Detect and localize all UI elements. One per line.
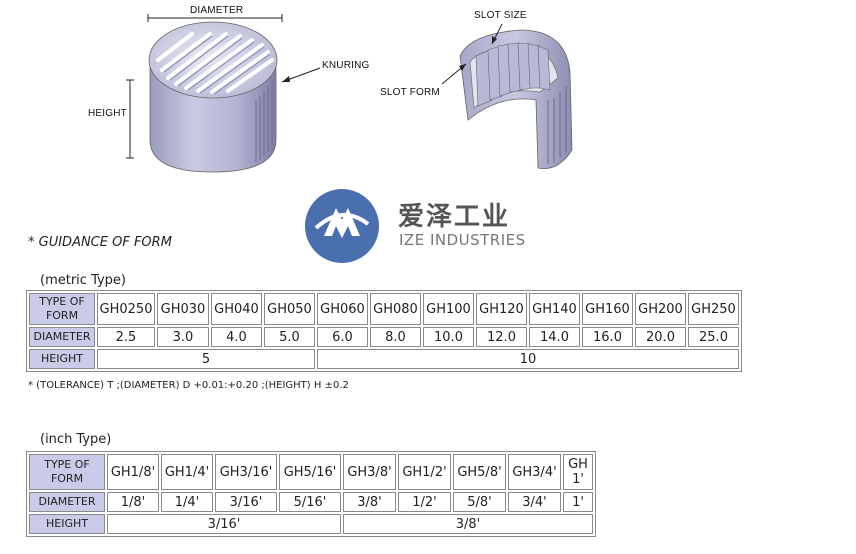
- diameter-cell: 3.0: [157, 327, 209, 347]
- table-row: HEIGHT 5 10: [29, 349, 739, 369]
- type-cell: GH3/16': [215, 454, 277, 490]
- table-row: TYPE OF FORM GH1/8' GH1/4' GH3/16' GH5/1…: [29, 454, 593, 490]
- type-cell: GH060: [317, 293, 368, 325]
- type-cell: GH1/2': [398, 454, 451, 490]
- diameter-cell: 10.0: [423, 327, 474, 347]
- diameter-cell: 20.0: [635, 327, 686, 347]
- diameter-cell: 12.0: [476, 327, 527, 347]
- brand-name-cn: 爱泽工业: [398, 202, 511, 232]
- type-cell: GH080: [370, 293, 421, 325]
- diameter-cell: 6.0: [317, 327, 368, 347]
- type-cell: GH5/8': [453, 454, 506, 490]
- metric-caption: (metric Type): [40, 273, 126, 288]
- type-cell: GH200: [635, 293, 686, 325]
- diameter-cell: 5/8': [453, 492, 506, 512]
- inch-caption: (inch Type): [40, 432, 112, 447]
- table-row: TYPE OF FORM GH0250 GH030 GH040 GH050 GH…: [29, 293, 739, 325]
- diameter-cell: 14.0: [529, 327, 580, 347]
- cylinder-illustration: [126, 14, 321, 173]
- diameter-cell: 3/8': [343, 492, 396, 512]
- diameter-cell: 1': [563, 492, 593, 512]
- type-cell: GH1/4': [161, 454, 213, 490]
- height-label: HEIGHT: [88, 108, 127, 119]
- type-cell: GH100: [423, 293, 474, 325]
- tolerance-note: * (TOLERANCE) T ;(DIAMETER) D +0.01:+0.2…: [28, 380, 349, 391]
- type-cell: GH140: [529, 293, 580, 325]
- slot-size-label: SLOT SIZE: [474, 10, 527, 21]
- diameter-label: DIAMETER: [190, 5, 244, 16]
- type-cell: GH250: [688, 293, 739, 325]
- knuring-label: KNURING: [322, 60, 370, 71]
- metric-table: TYPE OF FORM GH0250 GH030 GH040 GH050 GH…: [26, 290, 742, 372]
- cutaway-diagram: [440, 0, 600, 180]
- diameter-cell: 3/16': [215, 492, 277, 512]
- brand-name-en: IZE INDUSTRIES: [399, 231, 526, 249]
- type-cell: GH3/8': [343, 454, 396, 490]
- diameter-cell: 5/16': [279, 492, 341, 512]
- height-cell: 10: [317, 349, 739, 369]
- diameter-cell: 1/8': [107, 492, 159, 512]
- type-cell: GH050: [264, 293, 315, 325]
- table-row: HEIGHT 3/16' 3/8': [29, 514, 593, 534]
- diameter-cell: 25.0: [688, 327, 739, 347]
- row-label-diameter: DIAMETER: [29, 492, 105, 512]
- slot-form-label: SLOT FORM: [380, 87, 440, 98]
- height-cell: 5: [97, 349, 315, 369]
- type-cell: GH120: [476, 293, 527, 325]
- cutaway-illustration: [441, 23, 573, 169]
- diameter-cell: 3/4': [508, 492, 561, 512]
- type-cell: GH 1': [563, 454, 593, 490]
- diameter-cell: 5.0: [264, 327, 315, 347]
- row-label-type: TYPE OF FORM: [29, 293, 95, 325]
- row-label-diameter: DIAMETER: [29, 327, 95, 347]
- diameter-cell: 8.0: [370, 327, 421, 347]
- type-cell: GH1/8': [107, 454, 159, 490]
- diameter-cell: 2.5: [97, 327, 155, 347]
- brand-logo-icon: [305, 189, 379, 263]
- diameter-cell: 4.0: [211, 327, 262, 347]
- height-cell: 3/8': [343, 514, 593, 534]
- inch-table: TYPE OF FORM GH1/8' GH1/4' GH3/16' GH5/1…: [26, 451, 596, 537]
- row-label-height: HEIGHT: [29, 514, 105, 534]
- diameter-cell: 1/2': [398, 492, 451, 512]
- type-cell: GH030: [157, 293, 209, 325]
- guidance-heading: * GUIDANCE OF FORM: [28, 235, 172, 250]
- table-row: DIAMETER 2.5 3.0 4.0 5.0 6.0 8.0 10.0 12…: [29, 327, 739, 347]
- type-cell: GH5/16': [279, 454, 341, 490]
- diameter-cell: 1/4': [161, 492, 213, 512]
- type-cell: GH0250: [97, 293, 155, 325]
- watermark: 爱泽工业 IZE INDUSTRIES: [302, 186, 562, 266]
- height-cell: 3/16': [107, 514, 341, 534]
- type-cell: GH3/4': [508, 454, 561, 490]
- type-cell: GH040: [211, 293, 262, 325]
- row-label-height: HEIGHT: [29, 349, 95, 369]
- diameter-cell: 16.0: [582, 327, 633, 347]
- type-cell: GH160: [582, 293, 633, 325]
- cylinder-diagram: [80, 0, 380, 180]
- row-label-type: TYPE OF FORM: [29, 454, 105, 490]
- table-row: DIAMETER 1/8' 1/4' 3/16' 5/16' 3/8' 1/2'…: [29, 492, 593, 512]
